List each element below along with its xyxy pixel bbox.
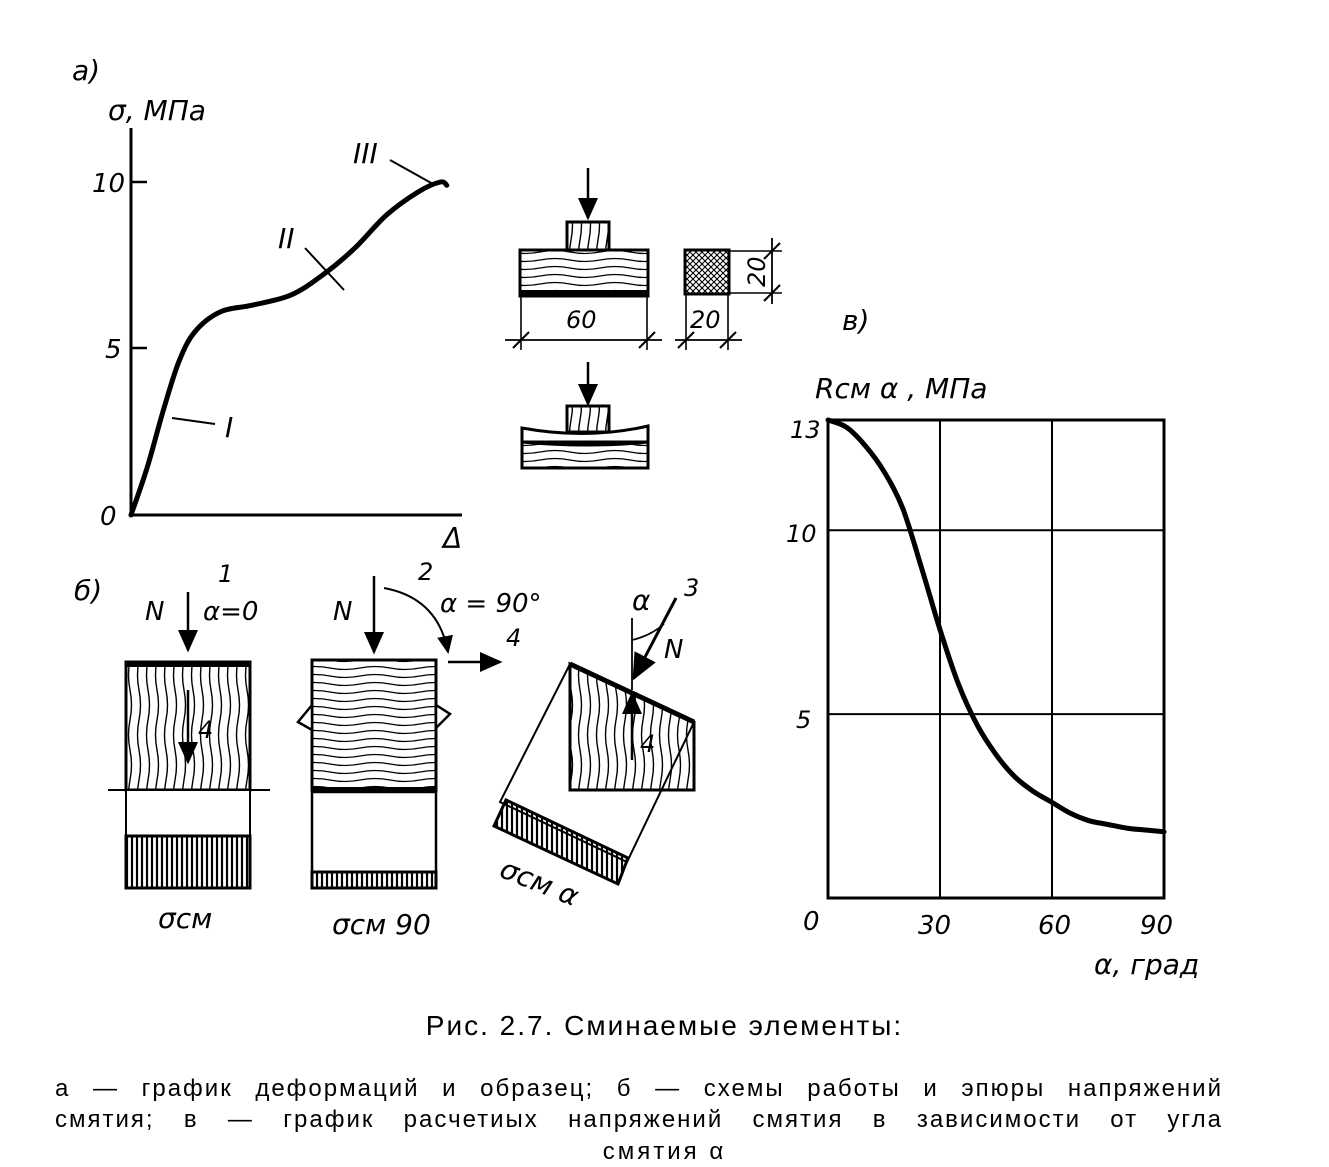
case-2-split [296, 701, 452, 733]
specimen-block-bottom [565, 404, 611, 434]
panel-a-label: а) [72, 54, 100, 87]
case-2-block [310, 658, 438, 792]
panel-v-grid [828, 420, 1164, 898]
case-3-number: 3 [684, 574, 699, 602]
case-1-stress-label: σсм [158, 902, 212, 935]
case-3: 3 α N 4 σсм α [492, 574, 699, 913]
case-3-force-arrow [632, 597, 678, 681]
case-2-number: 2 [418, 558, 433, 586]
stage-i-label: I [225, 411, 233, 444]
case-2-grain-arrow-label: 4 [506, 624, 521, 652]
dim-label-20-horizontal: 20 [690, 306, 721, 334]
case-2-angle-label: α = 90° [440, 589, 542, 619]
caption-line-2: смятия; в — график расчетиых напряжений … [55, 1106, 1223, 1133]
case-1: 1 N α=0 4 σсм [108, 560, 270, 935]
case-2-stress-diagram [310, 870, 438, 890]
panel-v-y-tick-label-5: 5 [796, 706, 811, 734]
dim-tick-20v-top [763, 242, 781, 260]
panel-v-y-tick-label-13: 13 [790, 416, 821, 444]
panel-v-frame [826, 418, 1166, 900]
panel-a-tick-label-0: 0 [100, 502, 117, 532]
panel-v: в) Rсм α , МПа 13 10 5 0 30 60 90 α, гра… [786, 304, 1199, 981]
panel-a-x-axis-label: Δ [441, 522, 462, 555]
panel-v-origin-label: 0 [803, 907, 820, 937]
caption-line-3: смятия α [602, 1138, 727, 1165]
dim-tick-20h-left [677, 331, 695, 349]
panel-b: б) 1 N α=0 4 σсм 2 N α = 90° 4 [74, 558, 699, 941]
panel-v-x-tick-label-90: 90 [1140, 911, 1173, 941]
case-2-gap [310, 790, 438, 874]
specimen-diagram: 60 20 20 [505, 168, 782, 470]
panel-v-x-axis-label: α, град [1094, 948, 1199, 981]
specimen-beam-base [520, 290, 648, 296]
caption-line-1: а — график деформаций и образец; б — схе… [55, 1075, 1223, 1102]
figure-caption-text: а — график деформаций и образец; б — схе… [55, 1073, 1223, 1135]
panel-a-y-axis-label: σ, МПа [108, 94, 206, 127]
case-2: 2 N α = 90° 4 σсм 90 [296, 558, 542, 941]
panel-a-curve [128, 179, 450, 518]
case-1-internal-arrow-label: 4 [198, 716, 213, 744]
figure: а) σ, МПа 10 5 0 Δ I II III 60 [72, 54, 1199, 981]
dim-label-20-vertical: 20 [743, 256, 771, 287]
panel-v-label: в) [842, 304, 869, 337]
panel-a-tick-label-5: 5 [105, 335, 122, 365]
figure-caption-title: Рис. 2.7. Сминаемые элементы: [425, 1010, 904, 1041]
panel-b-label: б) [74, 574, 102, 607]
case-1-gap [125, 789, 251, 837]
dim-tick-20h-right [719, 331, 737, 349]
stage-iii-label: III [353, 137, 378, 170]
dim-tick-60-left [512, 331, 530, 349]
case-1-stress-diagram [124, 834, 252, 890]
panel-v-y-axis-label: Rсм α , МПа [815, 372, 987, 405]
panel-v-y-tick-label-10: 10 [786, 520, 817, 548]
case-3-stress-diagram [492, 797, 630, 887]
stage-ii-label: II [278, 222, 295, 255]
case-3-angle-label: α [632, 584, 651, 617]
case-3-internal-arrow-label: 4 [640, 730, 655, 758]
specimen-crushed-beam [520, 440, 650, 470]
case-3-force-label: N [664, 635, 683, 665]
specimen-block-top [565, 220, 611, 252]
specimen-beam-top [518, 248, 650, 298]
panel-v-x-tick-label-30: 30 [918, 911, 951, 941]
stage-ii-leader [304, 247, 345, 291]
case-2-stress-label: σсм 90 [332, 908, 431, 941]
case-1-number: 1 [218, 560, 233, 588]
case-2-block-bottom-edge [312, 787, 436, 792]
dim-tick-60-right [638, 331, 656, 349]
stage-iii-leader [389, 159, 434, 185]
panel-a-tick-label-10: 10 [92, 169, 125, 199]
dim-label-60: 60 [566, 306, 597, 334]
case-1-force-label: N [145, 597, 164, 627]
case-2-angle-arc [383, 587, 453, 654]
panel-v-x-tick-label-60: 60 [1038, 911, 1071, 941]
dim-tick-20v-bottom [763, 284, 781, 302]
case-1-block-top-edge [126, 662, 250, 667]
stage-i-leader [171, 417, 216, 425]
case-1-angle-label: α=0 [203, 597, 258, 627]
specimen-cross-section [683, 248, 731, 296]
case-2-force-label: N [333, 597, 352, 627]
panel-v-curve [825, 417, 1167, 835]
panel-a: а) σ, МПа 10 5 0 Δ I II III [72, 54, 462, 555]
